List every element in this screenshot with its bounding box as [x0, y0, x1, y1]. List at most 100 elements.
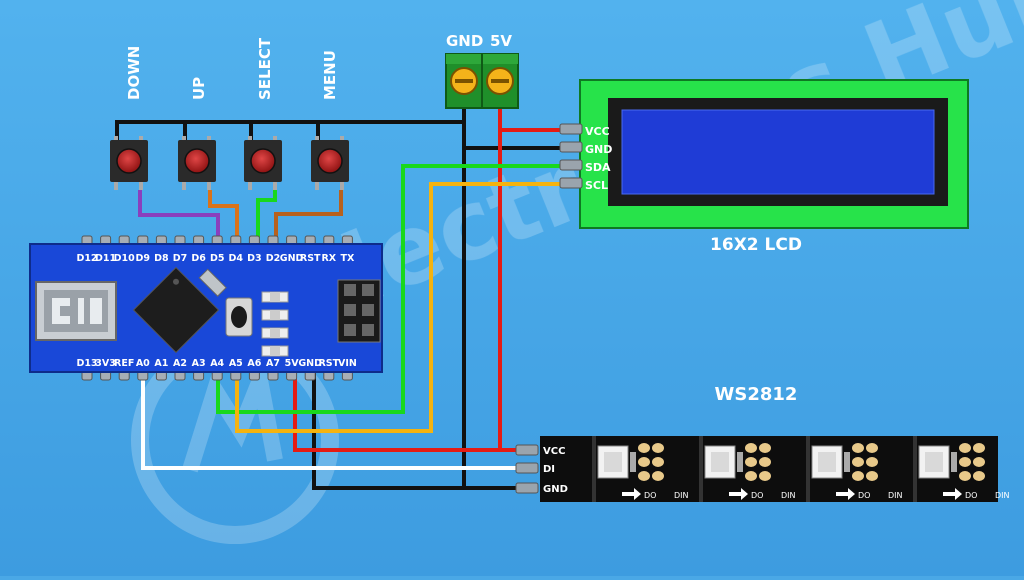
crystal	[198, 268, 227, 297]
pin-label-bottom: D13	[76, 358, 97, 369]
pin-label-top: TX	[340, 253, 354, 264]
solder-pad	[959, 457, 971, 467]
terminal-screw-gnd[interactable]	[450, 67, 478, 95]
wires	[115, 108, 560, 490]
pin-label-bottom: REF	[114, 358, 134, 369]
data-direction-arrow-icon	[836, 488, 855, 500]
solder-pad	[638, 471, 650, 481]
strip-title: WS2812	[715, 384, 798, 405]
lcd-pin-gnd: GND	[585, 143, 612, 156]
pin-label-top: D5	[210, 253, 225, 264]
solder-pad	[745, 457, 757, 467]
solder-pad	[852, 471, 864, 481]
pin-label-bottom: 3V3	[95, 358, 116, 369]
pin-label-bottom: A7	[266, 358, 280, 369]
solder-pad	[759, 471, 771, 481]
pin-label-bottom: A3	[192, 358, 206, 369]
solder-pad	[759, 443, 771, 453]
pin-label-bottom: A4	[210, 358, 224, 369]
button-select[interactable]	[244, 136, 282, 190]
pin-label-top: D7	[173, 253, 188, 264]
data-direction-arrow-icon	[622, 488, 641, 500]
pin-label-bottom: RST	[318, 358, 339, 369]
pin-label-bottom: A2	[173, 358, 187, 369]
pin-label-top: RX	[321, 253, 336, 264]
reset-button[interactable]	[225, 297, 253, 337]
solder-pad	[973, 471, 985, 481]
solder-pad	[973, 443, 985, 453]
button-label-menu: MENU	[321, 50, 339, 100]
pad-label-din: DIN	[781, 491, 796, 500]
solder-pad	[652, 443, 664, 453]
wire-data-in	[141, 364, 518, 470]
lcd-screen	[622, 110, 934, 194]
button-menu[interactable]	[311, 136, 349, 190]
terminal-label-5v: 5V	[490, 32, 512, 50]
button-label-down: DOWN	[125, 46, 143, 100]
lcd-pin-vcc: VCC	[585, 125, 610, 138]
lcd-pin-headers	[559, 123, 583, 189]
solder-pad	[638, 457, 650, 467]
pin-label-top: GND	[280, 253, 304, 264]
solder-pad	[745, 443, 757, 453]
solder-pad	[973, 457, 985, 467]
icsp-header	[337, 279, 381, 343]
wire-select-d3	[256, 190, 277, 238]
solder-pad	[652, 471, 664, 481]
pin-label-top: D3	[247, 253, 262, 264]
wire-up-d4	[208, 190, 239, 238]
wire-sda	[216, 164, 560, 414]
strip-pin-vcc: VCC	[543, 446, 565, 457]
push-buttons: DOWN UP SELECT MENU	[110, 37, 349, 190]
wire-scl	[235, 182, 560, 433]
terminal-label-gnd: GND	[446, 32, 483, 50]
power-terminal-block: GND 5V	[445, 32, 519, 109]
pin-label-bottom: A6	[247, 358, 261, 369]
solder-pad	[745, 471, 757, 481]
wire-gnd-strip	[312, 364, 518, 490]
solder-pad	[759, 457, 771, 467]
solder-pad	[866, 457, 878, 467]
status-leds	[261, 291, 289, 357]
solder-pad	[866, 471, 878, 481]
solder-pad	[959, 471, 971, 481]
strip-pin-di: DI	[543, 464, 555, 475]
usb-connector	[35, 281, 117, 341]
pin-label-bottom: A0	[136, 358, 150, 369]
button-up[interactable]	[178, 136, 216, 190]
strip-pin-headers	[515, 444, 539, 494]
microcontroller-chip	[132, 266, 220, 354]
pin-label-top: RST	[300, 253, 321, 264]
lcd-module: VCC GND SDA SCL 16X2 LCD	[559, 79, 969, 255]
pin-label-top: D6	[191, 253, 206, 264]
wire-menu-d2	[274, 190, 343, 238]
pin-label-top: D10	[114, 253, 135, 264]
terminal-screw-5v[interactable]	[486, 67, 514, 95]
pin-label-bottom: GND	[298, 358, 322, 369]
rgb-led	[918, 445, 950, 479]
button-down[interactable]	[110, 136, 148, 190]
wire-button-gnd-bus	[115, 120, 464, 143]
pin-label-bottom: 5V	[285, 358, 300, 369]
solder-pad	[866, 443, 878, 453]
lcd-pin-sda: SDA	[585, 161, 611, 174]
pad-label-din: DIN	[674, 491, 689, 500]
pad-label-do: DO	[965, 491, 977, 500]
pin-label-bottom: A1	[154, 358, 168, 369]
pin-label-bottom: A5	[229, 358, 243, 369]
lcd-pin-scl: SCL	[585, 179, 608, 192]
button-label-select: SELECT	[256, 37, 274, 100]
button-label-up: UP	[190, 77, 208, 100]
pin-label-top: D12	[76, 253, 97, 264]
solder-pad	[852, 443, 864, 453]
pad-label-do: DO	[644, 491, 656, 500]
data-direction-arrow-icon	[729, 488, 748, 500]
